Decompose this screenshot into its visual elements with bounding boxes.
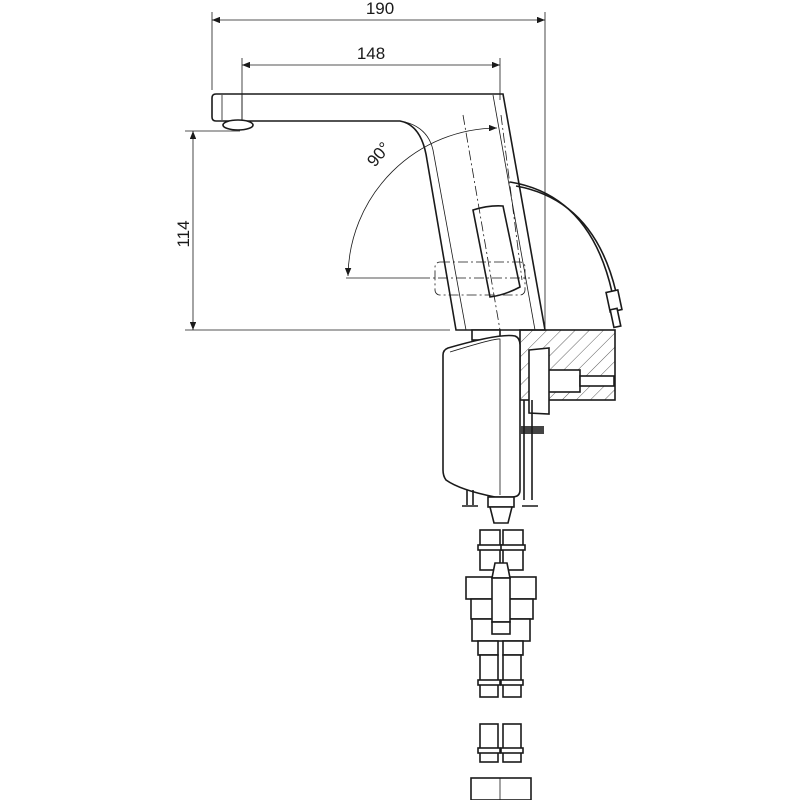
supply-hoses — [465, 529, 537, 800]
dimension-190: 190 — [211, 0, 546, 330]
angle-label-90: 90° — [363, 139, 394, 171]
sensor-window — [472, 205, 521, 298]
faucet-body — [211, 93, 546, 331]
dimension-label-114: 114 — [174, 220, 193, 247]
dimension-148: 148 — [241, 44, 501, 125]
dimension-label-190: 190 — [366, 0, 394, 18]
dimension-114: 114 — [174, 130, 450, 331]
sensor-cable — [509, 181, 623, 329]
control-box — [442, 329, 544, 524]
dimension-label-148: 148 — [357, 44, 385, 63]
countertop-section — [519, 329, 616, 415]
aerator — [222, 119, 254, 131]
angle-dimension-90: 90° — [344, 124, 530, 279]
